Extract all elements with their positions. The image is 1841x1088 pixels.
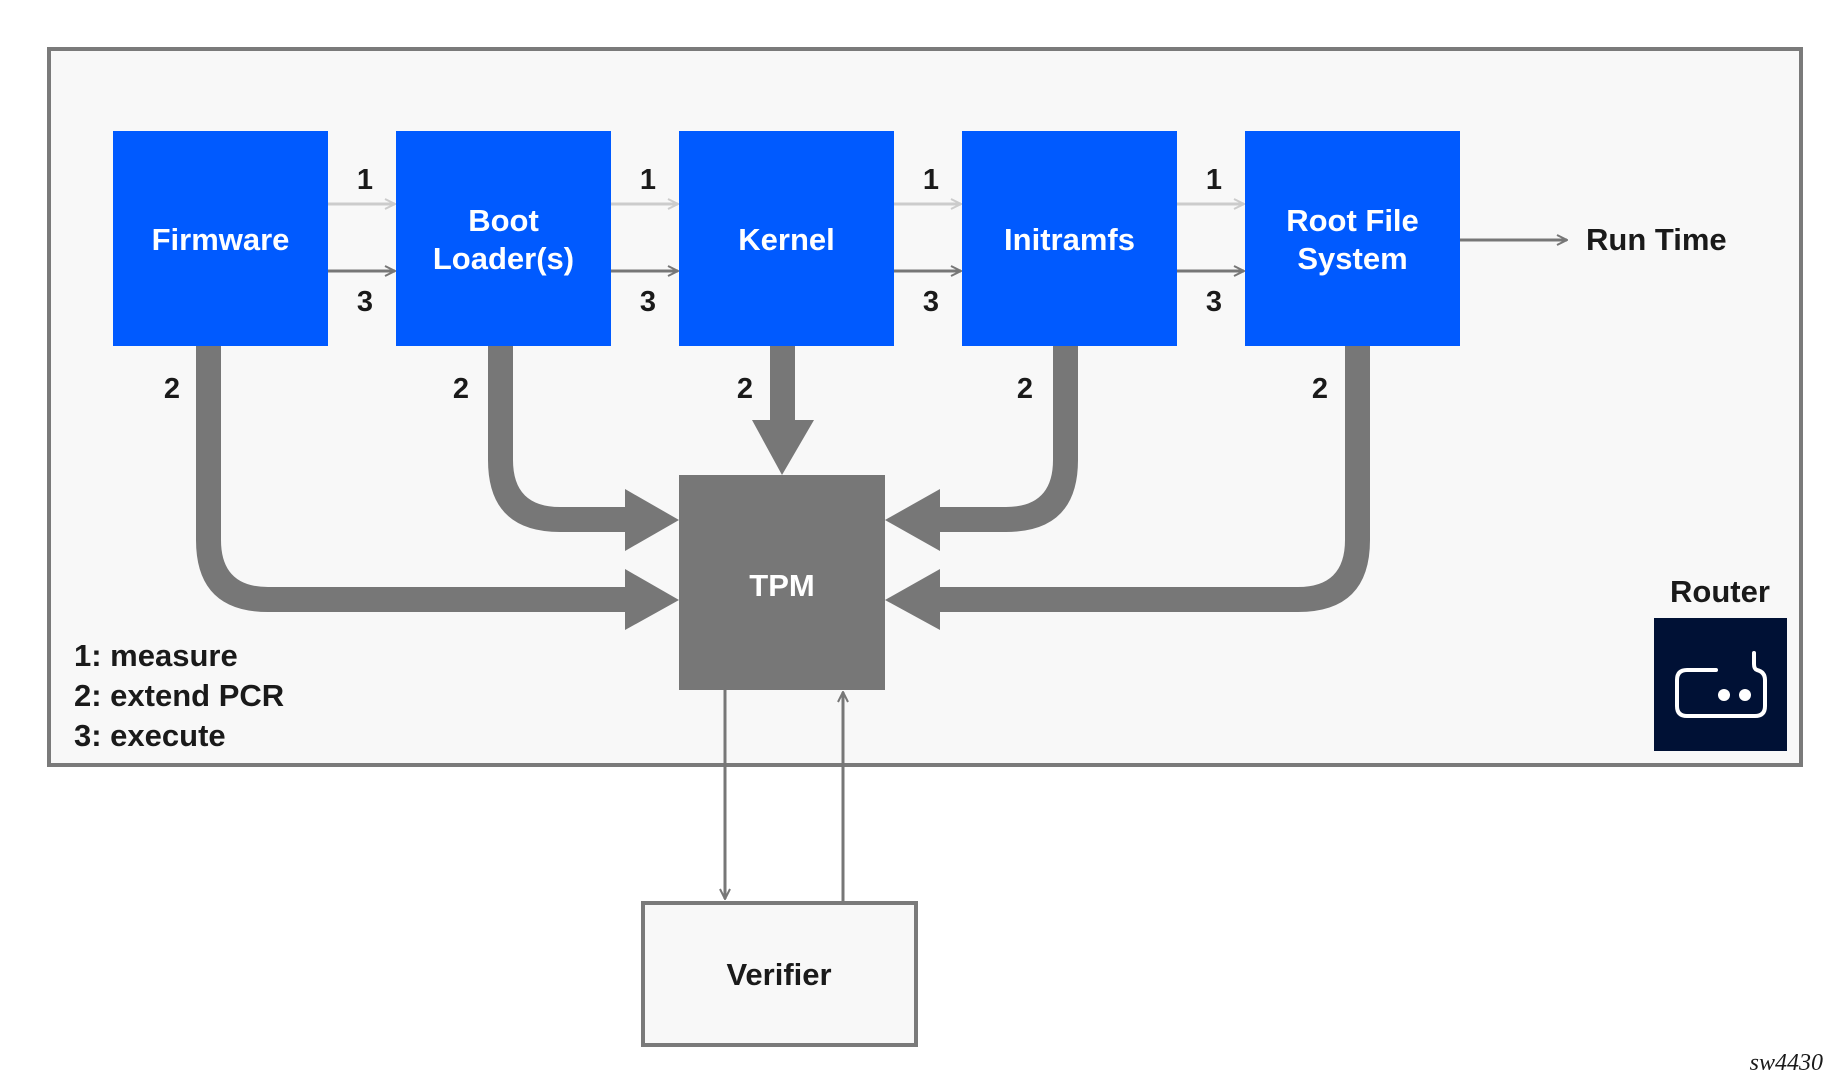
stage-box-kernel[interactable] xyxy=(679,131,894,346)
pipe-firmware xyxy=(196,346,679,630)
pipe-kernel xyxy=(752,346,814,475)
stage-label-kernel: Kernel xyxy=(738,222,834,257)
pipe-initramfs xyxy=(885,346,1078,551)
stage-label-root-file-system: System xyxy=(1297,241,1407,276)
step-label-measure: 1 xyxy=(357,164,373,196)
router-label: Router xyxy=(1670,574,1770,609)
verifier-label: Verifier xyxy=(726,957,831,992)
step-label-measure: 1 xyxy=(923,164,939,196)
step-label-measure: 1 xyxy=(640,164,656,196)
stage-kernel[interactable]: Kernel xyxy=(679,131,894,346)
legend: 1: measure 2: extend PCR 3: execute xyxy=(74,638,284,753)
run-time-label: Run Time xyxy=(1586,222,1727,257)
step-label-extend: 2 xyxy=(1017,373,1033,405)
stage-box-initramfs[interactable] xyxy=(962,131,1177,346)
verifier-box[interactable] xyxy=(641,901,918,1047)
stage-label-boot-loader: Loader(s) xyxy=(433,241,574,276)
pipe-root-file-system xyxy=(885,346,1370,630)
step-label-execute: 3 xyxy=(640,286,656,318)
stage-label-firmware: Firmware xyxy=(152,222,290,257)
stage-initramfs[interactable]: Initramfs xyxy=(962,131,1177,346)
step-label-execute: 3 xyxy=(1206,286,1222,318)
stage-firmware[interactable]: Firmware xyxy=(113,131,328,346)
stage-box-root-file-system[interactable] xyxy=(1245,131,1460,346)
figure-id: sw4430 xyxy=(1750,1050,1823,1076)
stage-label-boot-loader: Boot xyxy=(468,203,539,238)
pipe-boot-loader xyxy=(488,346,679,551)
router-icon xyxy=(1654,618,1787,751)
step-label-extend: 2 xyxy=(737,373,753,405)
legend-measure: 1: measure xyxy=(74,638,238,673)
step-label-extend: 2 xyxy=(164,373,180,405)
legend-extend-pcr: 2: extend PCR xyxy=(74,678,284,713)
extend-pipes xyxy=(196,346,1370,630)
tpm-box[interactable] xyxy=(679,475,885,690)
stage-label-root-file-system: Root File xyxy=(1286,203,1419,238)
step-label-extend: 2 xyxy=(453,373,469,405)
stage-box-firmware[interactable] xyxy=(113,131,328,346)
router-container xyxy=(47,47,1803,767)
step-label-execute: 3 xyxy=(357,286,373,318)
step-label-extend: 2 xyxy=(1312,373,1328,405)
tpm-label: TPM xyxy=(749,568,814,603)
step-label-measure: 1 xyxy=(1206,164,1222,196)
step-label-execute: 3 xyxy=(923,286,939,318)
stage-label-initramfs: Initramfs xyxy=(1004,222,1135,257)
stage-box-boot-loader[interactable] xyxy=(396,131,611,346)
legend-execute: 3: execute xyxy=(74,718,226,753)
